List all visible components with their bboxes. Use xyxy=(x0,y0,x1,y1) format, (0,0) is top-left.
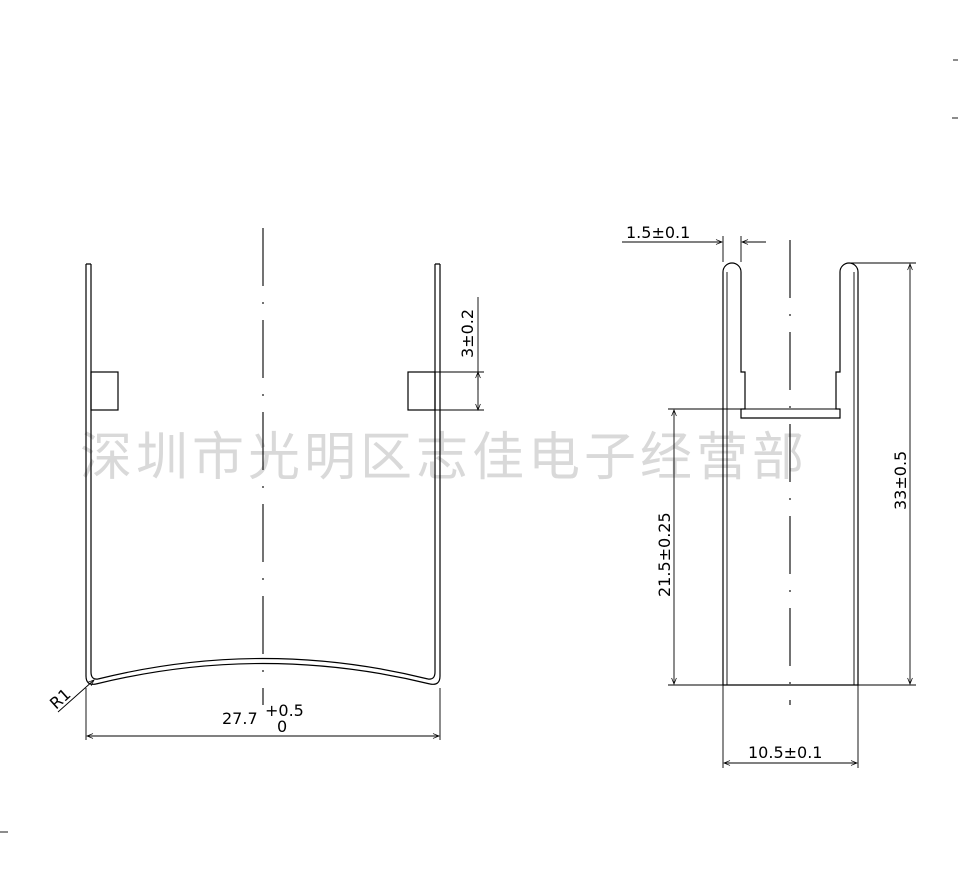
right-width-label: 10.5±0.1 xyxy=(748,743,822,762)
slot-depth-label: 21.5±0.25 xyxy=(655,512,674,597)
right-tab xyxy=(407,371,436,411)
radius-leader xyxy=(57,679,95,713)
width-label-main: 27.7 xyxy=(222,709,258,728)
body-outline xyxy=(722,262,859,686)
tab-height-label: 3±0.2 xyxy=(458,309,477,358)
left-tab xyxy=(90,371,119,411)
watermark-text: 深圳市光明区志佳电子经营部 xyxy=(80,428,808,488)
right-wall xyxy=(427,263,441,685)
width-label-upper-tol: +0.5 xyxy=(265,701,304,720)
height-label: 33±0.5 xyxy=(891,451,910,510)
curved-bottom xyxy=(95,657,431,685)
radius-label: R1 xyxy=(46,685,75,713)
thickness-label: 1.5±0.1 xyxy=(626,223,690,242)
width-label-lower-tol: 0 xyxy=(277,717,287,736)
right-view: 1.5±0.1 21.5±0.25 33±0.5 10.5±0.1 xyxy=(622,223,916,768)
